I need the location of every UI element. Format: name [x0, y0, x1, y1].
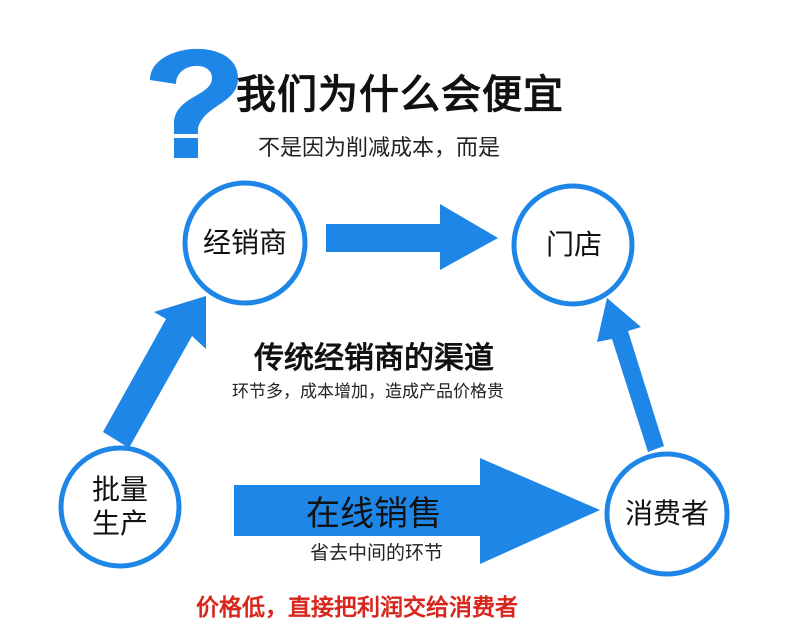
circle-store — [511, 183, 635, 307]
footer-slogan: 价格低，直接把利润交给消费者 — [196, 595, 518, 621]
arrow-production-to-distributor — [103, 296, 206, 448]
node-consumer-label: 消费者 — [624, 497, 709, 530]
circle-consumer — [604, 451, 730, 577]
arrow-consumer-to-store — [597, 298, 664, 452]
arrow-production-to-consumer — [234, 458, 600, 564]
circle-production — [58, 445, 182, 569]
node-production-line2: 生产 — [91, 507, 148, 540]
node-store-label: 门店 — [545, 228, 602, 261]
online-sales-note: 省去中间的环节 — [310, 542, 444, 564]
traditional-channel-title: 传统经销商的渠道 — [254, 341, 494, 376]
page-title: 我们为什么会便宜 — [236, 72, 564, 118]
node-production-label: 批量 生产 — [60, 473, 180, 541]
traditional-channel-note: 环节多，成本增加，造成产品价格贵 — [232, 382, 504, 402]
question-mark-icon — [150, 48, 238, 158]
node-distributor-label: 经销商 — [202, 226, 287, 259]
page-subtitle: 不是因为削减成本，而是 — [258, 136, 501, 161]
arrow-distributor-to-store — [326, 204, 498, 270]
online-sales-label: 在线销售 — [306, 494, 442, 534]
circle-distributor — [182, 180, 308, 306]
node-production-line1: 批量 — [91, 473, 148, 506]
